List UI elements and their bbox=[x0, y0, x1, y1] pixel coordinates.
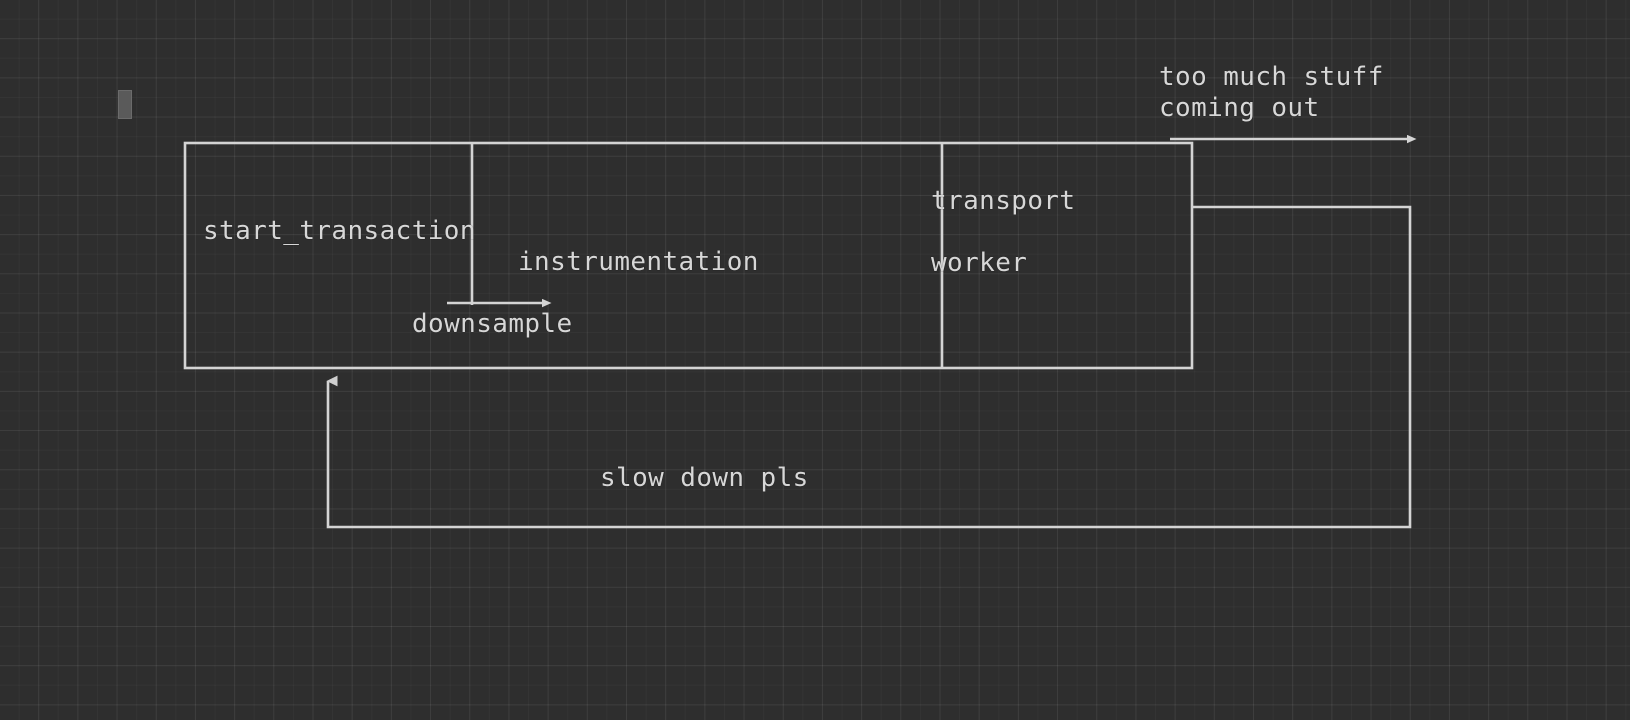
node-label-worker: worker bbox=[931, 248, 1028, 278]
annotation-too-much-stuff-line-1: too much stuff bbox=[1159, 62, 1384, 92]
node-label-transport: transport bbox=[931, 186, 1076, 216]
start-transaction-box bbox=[183, 141, 1194, 370]
node-label-start-transaction: start_transaction bbox=[203, 216, 476, 246]
annotation-too-much-stuff-line-2: coming out bbox=[1159, 93, 1320, 123]
edge-label-instrumentation: instrumentation bbox=[518, 247, 759, 277]
edge-label-downsample: downsample bbox=[412, 309, 573, 339]
edge-label-slow-down-pls: slow down pls bbox=[600, 463, 809, 493]
text-cursor-block[interactable] bbox=[118, 90, 132, 119]
backpressure-feedback-path bbox=[326, 205, 1412, 529]
